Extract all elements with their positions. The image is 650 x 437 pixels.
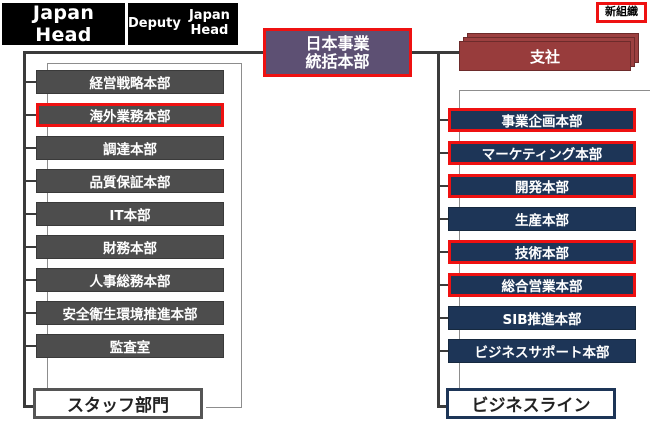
staff-trunk-outer-vertical [23,51,26,408]
branch-office-label: 支社 [529,47,560,66]
japan-head-label: Japan Head [32,2,95,46]
staff-item-8-label: 監査室 [109,340,151,356]
business-line-footer: ビジネスライン [446,388,616,419]
staff-item-0[interactable]: 経営戦略本部 [36,70,224,94]
business-frame-top [459,90,650,91]
business-item-6[interactable]: SIB推進本部 [448,306,636,330]
staff-stub-0 [23,81,38,83]
new-organization-badge: 新組織 [596,2,647,24]
deputy-label-line1: Deputy [128,15,181,31]
staff-stub-4 [23,213,38,215]
business-item-6-label: SIB推進本部 [502,312,582,328]
business-item-1[interactable]: マーケティング本部 [448,141,636,165]
business-stub-4 [437,251,452,253]
branch-card-front [459,41,631,71]
staff-item-5-label: 財務本部 [103,241,157,257]
staff-item-8[interactable]: 監査室 [36,334,224,358]
staff-item-7-label: 安全衛生環境推進本部 [62,307,198,323]
staff-item-7[interactable]: 安全衛生環境推進本部 [36,301,224,325]
staff-stub-7 [23,312,38,314]
staff-item-4[interactable]: IT本部 [36,202,224,226]
branch-office-box: 支社 [457,33,639,77]
business-item-7[interactable]: ビジネスサポート本部 [448,339,636,363]
staff-stub-5 [23,246,38,248]
staff-item-6-label: 人事総務本部 [89,274,171,290]
staff-item-5[interactable]: 財務本部 [36,235,224,259]
business-stub-2 [437,185,452,187]
business-line-footer-label: ビジネスライン [471,396,591,416]
staff-stub-2 [23,147,38,149]
business-item-2[interactable]: 開発本部 [448,174,636,198]
business-stub-3 [437,218,452,220]
business-item-3-label: 生産本部 [515,213,569,229]
business-stub-5 [437,284,452,286]
staff-item-1-label: 海外業務本部 [89,109,171,125]
staff-item-0-label: 経営戦略本部 [89,76,171,92]
branch-office-label-wrap: 支社 [459,41,631,71]
staff-stub-8 [23,345,38,347]
business-item-1-label: マーケティング本部 [481,147,603,163]
japan-business-hq-line2: 統括本部 [305,51,370,71]
business-trunk-outer-vertical [437,51,440,408]
staff-item-3[interactable]: 品質保証本部 [36,169,224,193]
business-stub-0 [437,119,452,121]
staff-division-footer-label: スタッフ部門 [67,396,169,416]
connector-center-to-left [23,51,265,54]
staff-frame-right [241,63,242,408]
business-item-0[interactable]: 事業企画本部 [448,108,636,132]
business-stub-1 [437,152,452,154]
staff-trunk-outer-bottom [23,405,37,408]
business-trunk-outer-bottom [437,405,451,408]
staff-item-2-label: 調達本部 [103,142,157,158]
deputy-japan-head-box: Deputy Japan Head [128,3,238,45]
business-item-5[interactable]: 総合営業本部 [448,273,636,297]
business-item-4[interactable]: 技術本部 [448,240,636,264]
new-organization-badge-label: 新組織 [605,5,638,18]
business-item-2-label: 開発本部 [515,180,569,196]
staff-item-4-label: IT本部 [109,208,151,224]
staff-frame-top [47,63,242,64]
staff-frame-bottom-right [206,407,242,408]
japan-business-hq-line1: 日本事業 [305,33,370,53]
staff-item-3-label: 品質保証本部 [89,175,171,191]
business-item-4-label: 技術本部 [515,246,569,262]
staff-item-1[interactable]: 海外業務本部 [36,103,224,127]
staff-stub-1 [23,114,38,116]
business-item-5-label: 総合営業本部 [501,279,583,295]
business-stub-6 [437,317,452,319]
staff-item-2[interactable]: 調達本部 [36,136,224,160]
staff-stub-6 [23,279,38,281]
staff-division-footer: スタッフ部門 [33,388,203,419]
deputy-label-line2: Japan Head [188,8,230,38]
business-item-0-label: 事業企画本部 [501,114,583,130]
staff-stub-3 [23,180,38,182]
connector-center-to-branch [410,51,462,54]
business-item-7-label: ビジネスサポート本部 [474,345,610,361]
staff-item-6[interactable]: 人事総務本部 [36,268,224,292]
business-stub-7 [437,350,452,352]
business-item-3[interactable]: 生産本部 [448,207,636,231]
japan-head-box: Japan Head [2,2,125,46]
japan-business-hq-box: 日本事業 統括本部 [263,28,412,77]
